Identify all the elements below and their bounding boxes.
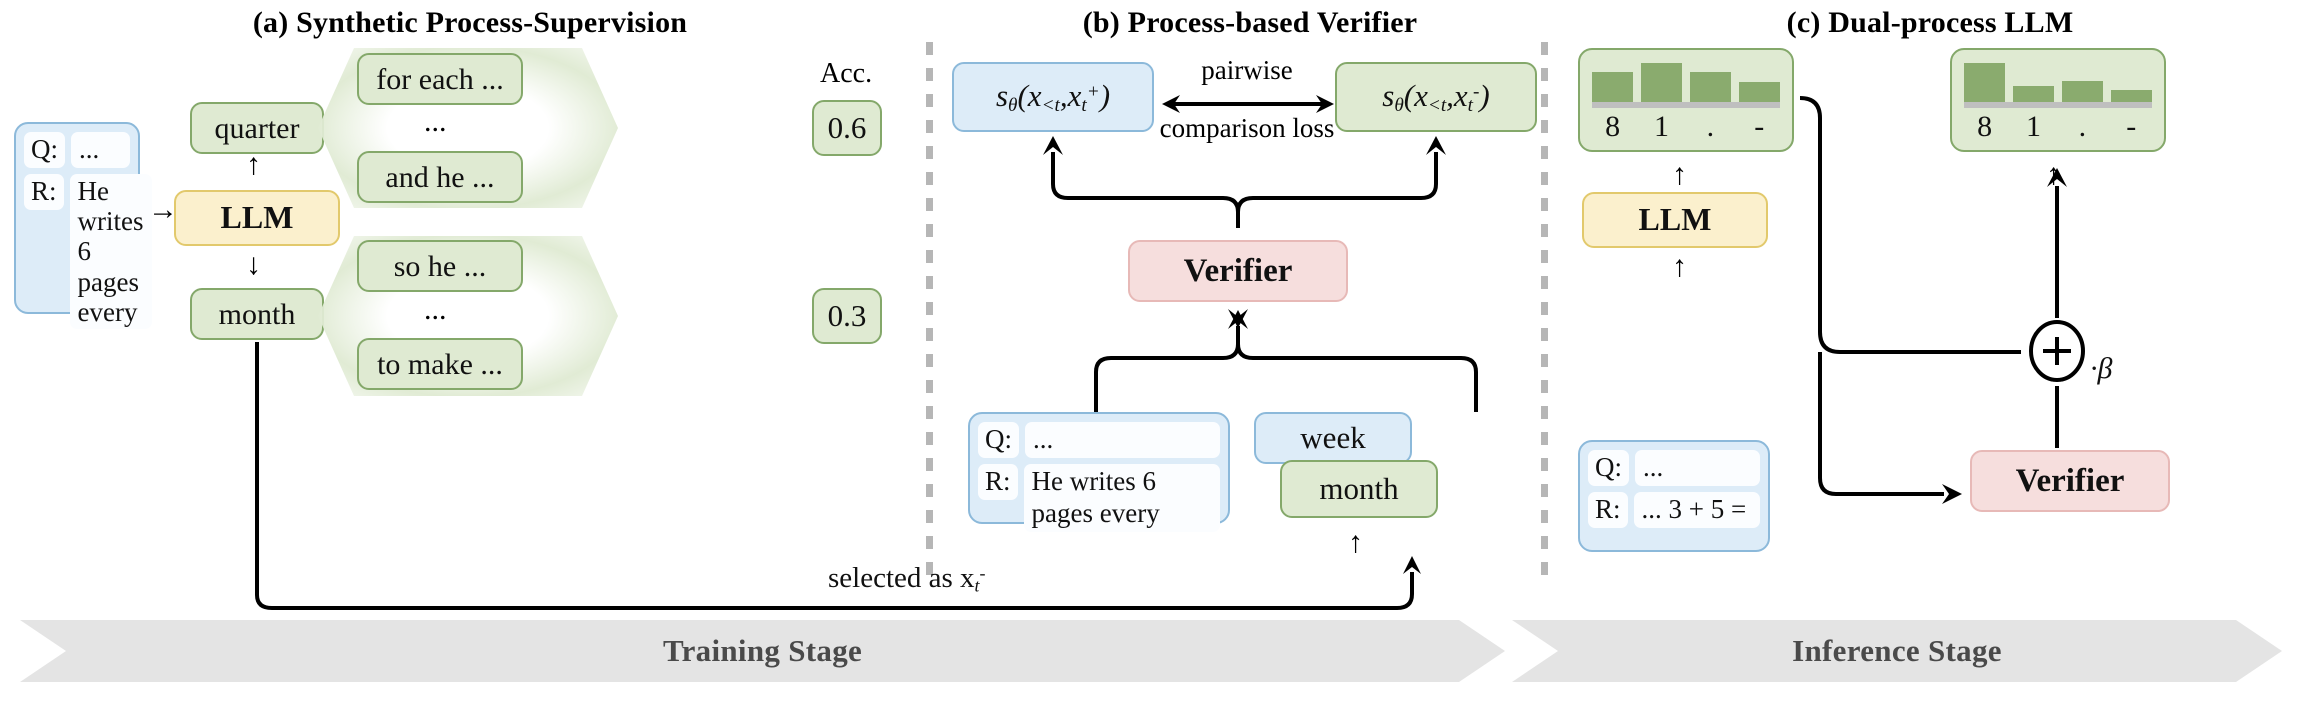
panel-divider-ab — [926, 42, 933, 577]
panel-a-acc-header: Acc. — [820, 58, 873, 89]
panel-c-beta-label: ·β — [2090, 352, 2113, 385]
training-stage-label: Training Stage — [662, 633, 863, 668]
prompt-q-key: Q: — [1588, 450, 1629, 486]
panel-c-prompt-to-llm-arrow-icon: ↑ — [1672, 250, 1687, 283]
panel-b-title: (b) Process-based Verifier — [1082, 6, 1418, 39]
score-positive-formula: sθ(x<t,xt+) — [995, 77, 1111, 116]
prompt-r-value: He writes 6 pages every — [1023, 463, 1220, 532]
panel-c-llm-box: LLM — [1582, 192, 1768, 248]
llm-distribution-bars — [1592, 60, 1780, 102]
panel-b-comparison-double-arrow-icon — [1162, 95, 1334, 113]
distribution-baseline — [1592, 102, 1780, 108]
panel-c-final-distribution-card: 8 1 . - — [1950, 48, 2166, 152]
prompt-r-value: ... 3 + 5 = — [1633, 491, 1760, 528]
prompt-q-value: ... — [1025, 422, 1220, 458]
panel-b-loss-label-bottom: comparison loss — [1159, 113, 1335, 143]
final-distribution-bars — [1964, 60, 2152, 102]
panel-b-candidate-up-arrow-icon: ↑ — [1348, 526, 1363, 559]
prompt-question-row: Q: ... — [978, 422, 1220, 458]
panel-a-branch-top-first: for each ... — [357, 53, 523, 105]
prompt-r-key: R: — [24, 173, 64, 210]
panel-b-candidate-week: week — [1254, 412, 1412, 464]
panel-a-prompt-card: Q: ... R: He writes 6 pages every — [14, 122, 152, 330]
llm-distribution-tokens: 8 1 . - — [1592, 112, 1780, 142]
dist-bar — [1964, 63, 2006, 102]
panel-a-branch-top-ellipsis: ... — [424, 105, 447, 138]
panel-a-step-quarter: quarter — [190, 102, 324, 154]
dist-token: 1 — [2026, 110, 2042, 143]
prompt-to-llm-arrow-icon: → — [148, 193, 178, 226]
prompt-question-row: Q: ... — [1588, 450, 1760, 486]
llm-down-arrow-icon: ↓ — [246, 248, 261, 281]
panel-b-score-negative: sθ(x<t,xt-) — [1335, 62, 1537, 132]
prompt-response-row: R: He writes 6 pages every — [978, 463, 1220, 532]
prompt-r-value: He writes 6 pages every — [69, 173, 152, 330]
score-negative-formula: sθ(x<t,xt-) — [1382, 77, 1490, 116]
dist-bar — [2061, 80, 2104, 102]
panel-b-score-positive: sθ(x<t,xt+) — [952, 62, 1154, 132]
panel-b-prompt-card: Q: ... R: He writes 6 pages every — [968, 412, 1230, 532]
dist-bar — [2012, 85, 2055, 102]
dist-token: 1 — [1654, 110, 1670, 143]
prompt-q-key: Q: — [978, 422, 1019, 458]
dist-token: - — [2126, 110, 2137, 143]
panel-b-candidate-month: month — [1280, 460, 1438, 518]
panel-c-final-output-arrow-icon: ↑ — [2046, 158, 2061, 191]
panel-c-llm-output-arrow-icon: ↑ — [1672, 158, 1687, 191]
panel-b-loss-label-top: pairwise — [1201, 55, 1293, 85]
panel-a-selected-caption: selected as xt- — [828, 562, 986, 596]
distribution-baseline — [1964, 102, 2152, 108]
prompt-question-row: Q: ... — [24, 132, 130, 168]
prompt-q-value: ... — [1635, 450, 1760, 486]
prompt-r-key: R: — [1588, 491, 1628, 528]
prompt-r-key: R: — [978, 463, 1018, 500]
llm-up-arrow-icon: ↑ — [246, 148, 261, 181]
panel-a-branch-bottom-first: so he ... — [357, 240, 523, 292]
dist-bar — [1640, 63, 1683, 102]
panel-a-acc-bottom: 0.3 — [812, 288, 882, 344]
prompt-q-value: ... — [71, 132, 130, 168]
panel-c-prompt-card: Q: ... R: ... 3 + 5 = — [1578, 440, 1770, 552]
dist-token: - — [1754, 110, 1765, 143]
dist-token: 8 — [1977, 110, 1993, 143]
dist-bar — [1738, 82, 1780, 102]
dist-bar — [1689, 71, 1732, 102]
panel-a-title: (a) Synthetic Process-Supervision — [252, 6, 688, 39]
panel-a-branch-top-last: and he ... — [357, 151, 523, 203]
panel-a-branch-bottom-ellipsis: ... — [424, 293, 447, 326]
training-stage-banner: Training Stage — [20, 620, 1505, 682]
dist-token: . — [2078, 110, 2087, 143]
selected-caption-sup: - — [979, 562, 986, 583]
panel-a-acc-top: 0.6 — [812, 100, 882, 156]
panel-c-title: (c) Dual-process LLM — [1786, 6, 2074, 39]
final-distribution-tokens: 8 1 . - — [1964, 112, 2152, 142]
inference-stage-label: Inference Stage — [1792, 633, 2002, 668]
panel-c-combine-node — [2029, 320, 2085, 382]
prompt-q-key: Q: — [24, 132, 65, 168]
panel-a-branch-bottom-last: to make ... — [357, 338, 523, 390]
panel-a-step-month: month — [190, 288, 324, 340]
dist-token: 8 — [1605, 110, 1621, 143]
dist-token: . — [1706, 110, 1715, 143]
prompt-response-row: R: He writes 6 pages every — [24, 173, 152, 330]
selected-caption-text: selected as x — [828, 562, 975, 594]
dist-bar — [1592, 71, 1634, 102]
panel-b-verifier-box: Verifier — [1128, 240, 1348, 302]
panel-divider-bc — [1541, 42, 1548, 577]
prompt-response-row: R: ... 3 + 5 = — [1588, 491, 1760, 528]
panel-c-verifier-box: Verifier — [1970, 450, 2170, 512]
panel-c-llm-distribution-card: 8 1 . - — [1578, 48, 1794, 152]
inference-stage-banner: Inference Stage — [1512, 620, 2282, 682]
dist-bar — [2110, 89, 2152, 102]
panel-a-llm-box: LLM — [174, 190, 340, 246]
